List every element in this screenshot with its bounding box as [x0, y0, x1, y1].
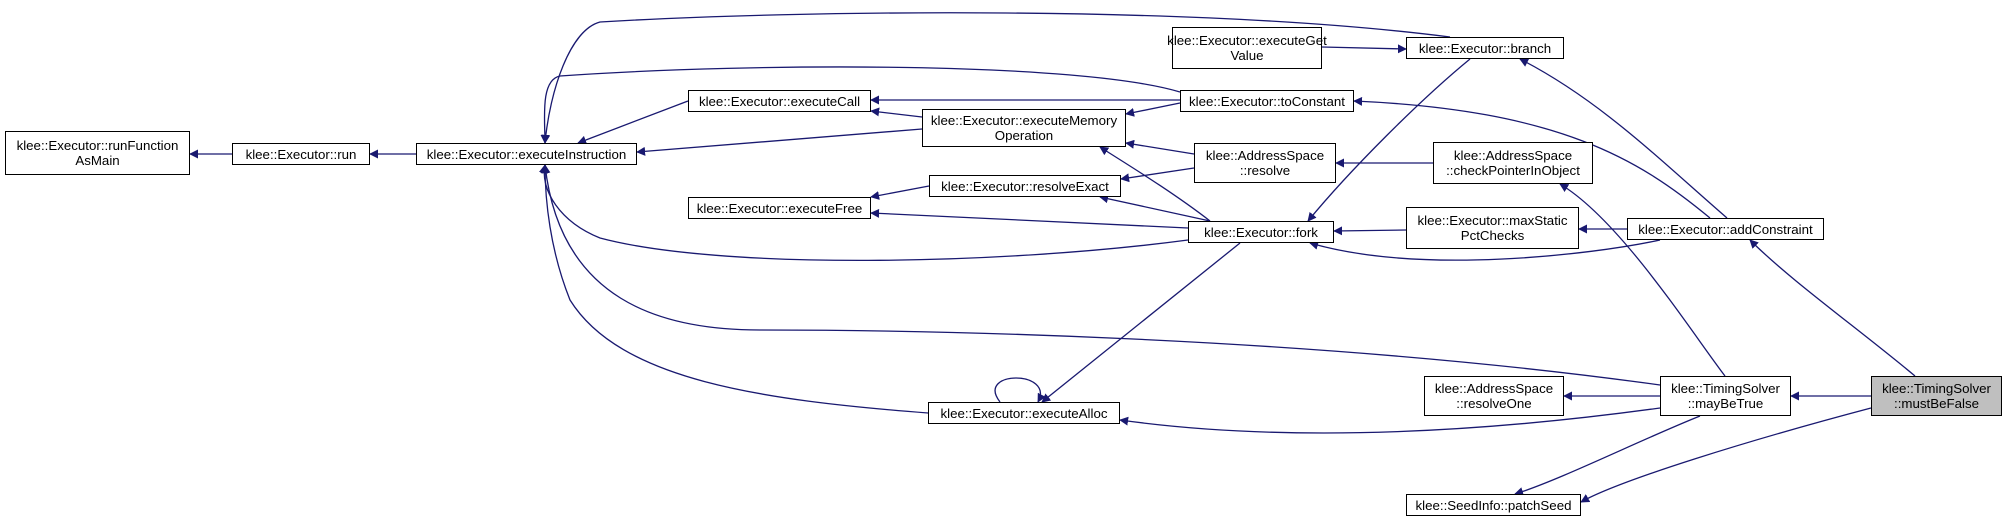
edge-branch-to-executeinstruction: [541, 12, 1451, 144]
edge-maybetrue-to-checkpointer: [1559, 183, 1726, 377]
node-address-space-resolve[interactable]: klee::AddressSpace ::resolve: [1194, 143, 1336, 183]
node-max-static-pct-checks[interactable]: klee::Executor::maxStatic PctChecks: [1406, 207, 1579, 249]
node-run[interactable]: klee::Executor::run: [232, 143, 370, 165]
edge-tconstant-to-executememoryoperation: [1125, 102, 1181, 117]
edge-resolveexact-to-executefree: [870, 185, 930, 200]
node-execute-free[interactable]: klee::Executor::executeFree: [688, 197, 871, 219]
edge-executecall-to-executeinstruction: [577, 100, 689, 145]
edge-fork-to-executememoryoperation: [1099, 146, 1211, 222]
node-must-be-false[interactable]: klee::TimingSolver ::mustBeFalse: [1871, 376, 2002, 416]
edge-fork-to-executealloc: [1041, 242, 1241, 403]
node-execute-get-value[interactable]: klee::Executor::executeGet Value: [1167, 27, 1327, 69]
edge-branch-to-fork: [1307, 58, 1471, 222]
node-add-constraint[interactable]: klee::Executor::addConstraint: [1627, 218, 1824, 240]
node-resolve-one[interactable]: klee::AddressSpace ::resolveOne: [1424, 376, 1564, 416]
node-resolve-exact[interactable]: klee::Executor::resolveExact: [929, 175, 1121, 197]
node-fork[interactable]: klee::Executor::fork: [1188, 221, 1334, 243]
edges: [189, 12, 1916, 503]
edge-asresolve-to-executememoryoperation: [1125, 139, 1195, 155]
edge-executememoryoperation-to-executeinstruction: [636, 128, 923, 156]
edge-executeget-to-branch: [1321, 44, 1407, 54]
node-execute-alloc[interactable]: klee::Executor::executeAlloc: [928, 402, 1120, 424]
edge-executememoryoperation-to-executecall: [870, 107, 923, 118]
edge-tconstant-to-executeinstruction: [540, 66, 1181, 144]
edge-addconstraint-to-branch: [1519, 58, 1728, 219]
edge-maxstatic-to-fork: [1333, 226, 1407, 236]
node-branch[interactable]: klee::Executor::branch: [1406, 37, 1564, 59]
edge-mustbefalse-to-addconstraint: [1749, 239, 1916, 377]
node-check-pointer-in-object[interactable]: klee::AddressSpace ::checkPointerInObjec…: [1433, 142, 1593, 184]
edge-executealloc-to-executeinstruction: [540, 164, 929, 414]
node-execute-call[interactable]: klee::Executor::executeCall: [688, 90, 871, 112]
edge-asresolve-to-resolveexact: [1120, 167, 1195, 183]
edge-executealloc-self-loop: [994, 377, 1046, 403]
edge-maybetrue-to-executealloc: [1119, 407, 1661, 434]
edge-fork-to-executefree: [870, 208, 1189, 229]
node-execute-instruction[interactable]: klee::Executor::executeInstruction: [416, 143, 637, 165]
edge-maybetrue-to-patchseed: [1514, 415, 1701, 496]
edge-addconstraint-to-toconstant: [1353, 96, 1711, 219]
node-patch-seed[interactable]: klee::SeedInfo::patchSeed: [1406, 494, 1581, 516]
node-to-constant[interactable]: klee::Executor::toConstant: [1180, 90, 1354, 112]
node-may-be-true[interactable]: klee::TimingSolver ::mayBeTrue: [1660, 376, 1791, 416]
edge-fork-to-executeinstruction: [539, 164, 1189, 262]
node-execute-memory-operation[interactable]: klee::Executor::executeMemory Operation: [922, 109, 1126, 147]
edge-maybetrue-to-executeinstruction: [541, 164, 1661, 386]
edge-mustbefalse-to-patchseed: [1580, 407, 1872, 503]
edge-fork-to-resolveexact: [1099, 194, 1211, 222]
node-run-function-as-main[interactable]: klee::Executor::runFunction AsMain: [5, 131, 190, 175]
